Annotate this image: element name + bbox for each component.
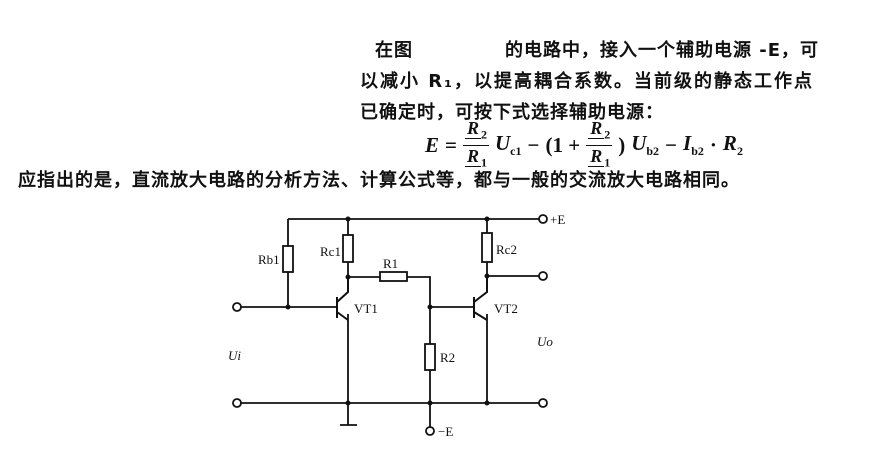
label-r1: R1 [383, 256, 398, 271]
paragraph-line-1b: 的电路中，接入一个辅助电源 -E，可 [505, 40, 820, 61]
formula-lhs: E [425, 132, 440, 157]
label-ui: Ui [228, 348, 241, 363]
label-neg-e: −E [438, 424, 453, 439]
paragraph-line-2: 以减小 R₁，以提高耦合系数。当前级的静态工作点 [360, 71, 815, 92]
label-vt1: VT1 [354, 301, 378, 316]
paragraph-line-1a: 在图 [375, 40, 413, 61]
label-rc1: Rc1 [320, 244, 341, 259]
label-vcc: +E [550, 212, 565, 227]
label-r2: R2 [440, 350, 455, 365]
paragraph-line-5: 应指出的是，直流放大电路的分析方法、计算公式等，都与一般的交流放大电路相同。 [18, 170, 740, 191]
paragraph-line-3: 已确定时，可按下式选择辅助电源： [360, 102, 664, 123]
formula-eq: = [445, 132, 457, 157]
label-rc2: Rc2 [496, 242, 517, 257]
label-uo: Uo [537, 334, 553, 349]
label-rb1: Rb1 [258, 252, 280, 267]
label-vt2: VT2 [494, 301, 518, 316]
